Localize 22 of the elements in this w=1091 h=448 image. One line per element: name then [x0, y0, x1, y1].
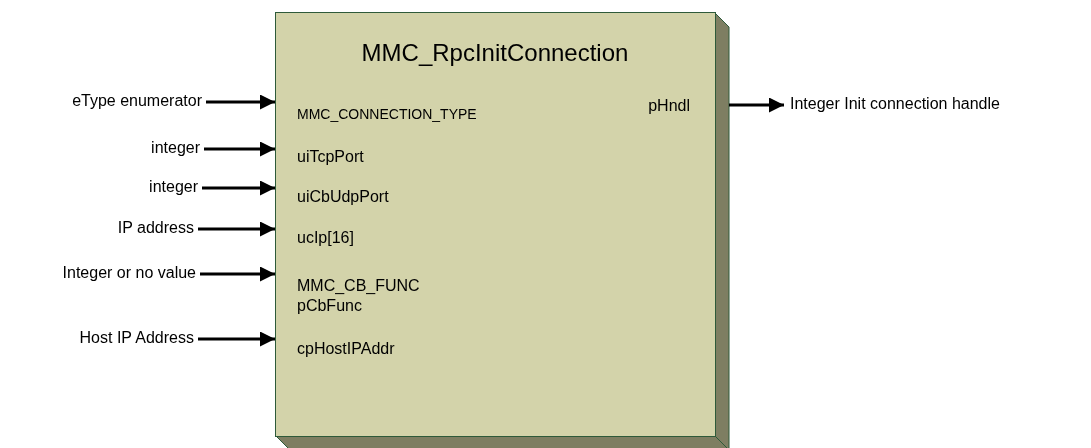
arrow: [202, 180, 275, 196]
arrow: [729, 97, 784, 113]
arrow: [200, 266, 275, 282]
parameter-name: uiCbUdpPort: [297, 187, 389, 207]
io-description: eType enumerator: [71, 91, 202, 110]
arrow: [198, 331, 275, 347]
parameter-name: MMC_CB_FUNC pCbFunc: [297, 276, 421, 316]
parameter-name: MMC_CONNECTION_TYPE: [297, 105, 477, 124]
io-description: IP address: [116, 218, 194, 237]
io-description: integer: [150, 138, 200, 157]
arrow: [204, 141, 275, 157]
block-title: MMC_RpcInitConnection: [360, 38, 630, 68]
parameter-name: ucIp[16]: [297, 228, 354, 248]
parameter-name: pHndl: [647, 96, 690, 116]
arrow: [198, 221, 275, 237]
parameter-name: cpHostIPAddr: [297, 339, 395, 359]
arrow: [206, 94, 275, 110]
io-description: Integer Init connection handle: [790, 94, 1001, 113]
io-description: Integer or no value: [61, 263, 196, 282]
io-description: Host IP Address: [78, 328, 194, 347]
parameter-name: uiTcpPort: [297, 147, 364, 167]
io-description: integer: [148, 177, 198, 196]
